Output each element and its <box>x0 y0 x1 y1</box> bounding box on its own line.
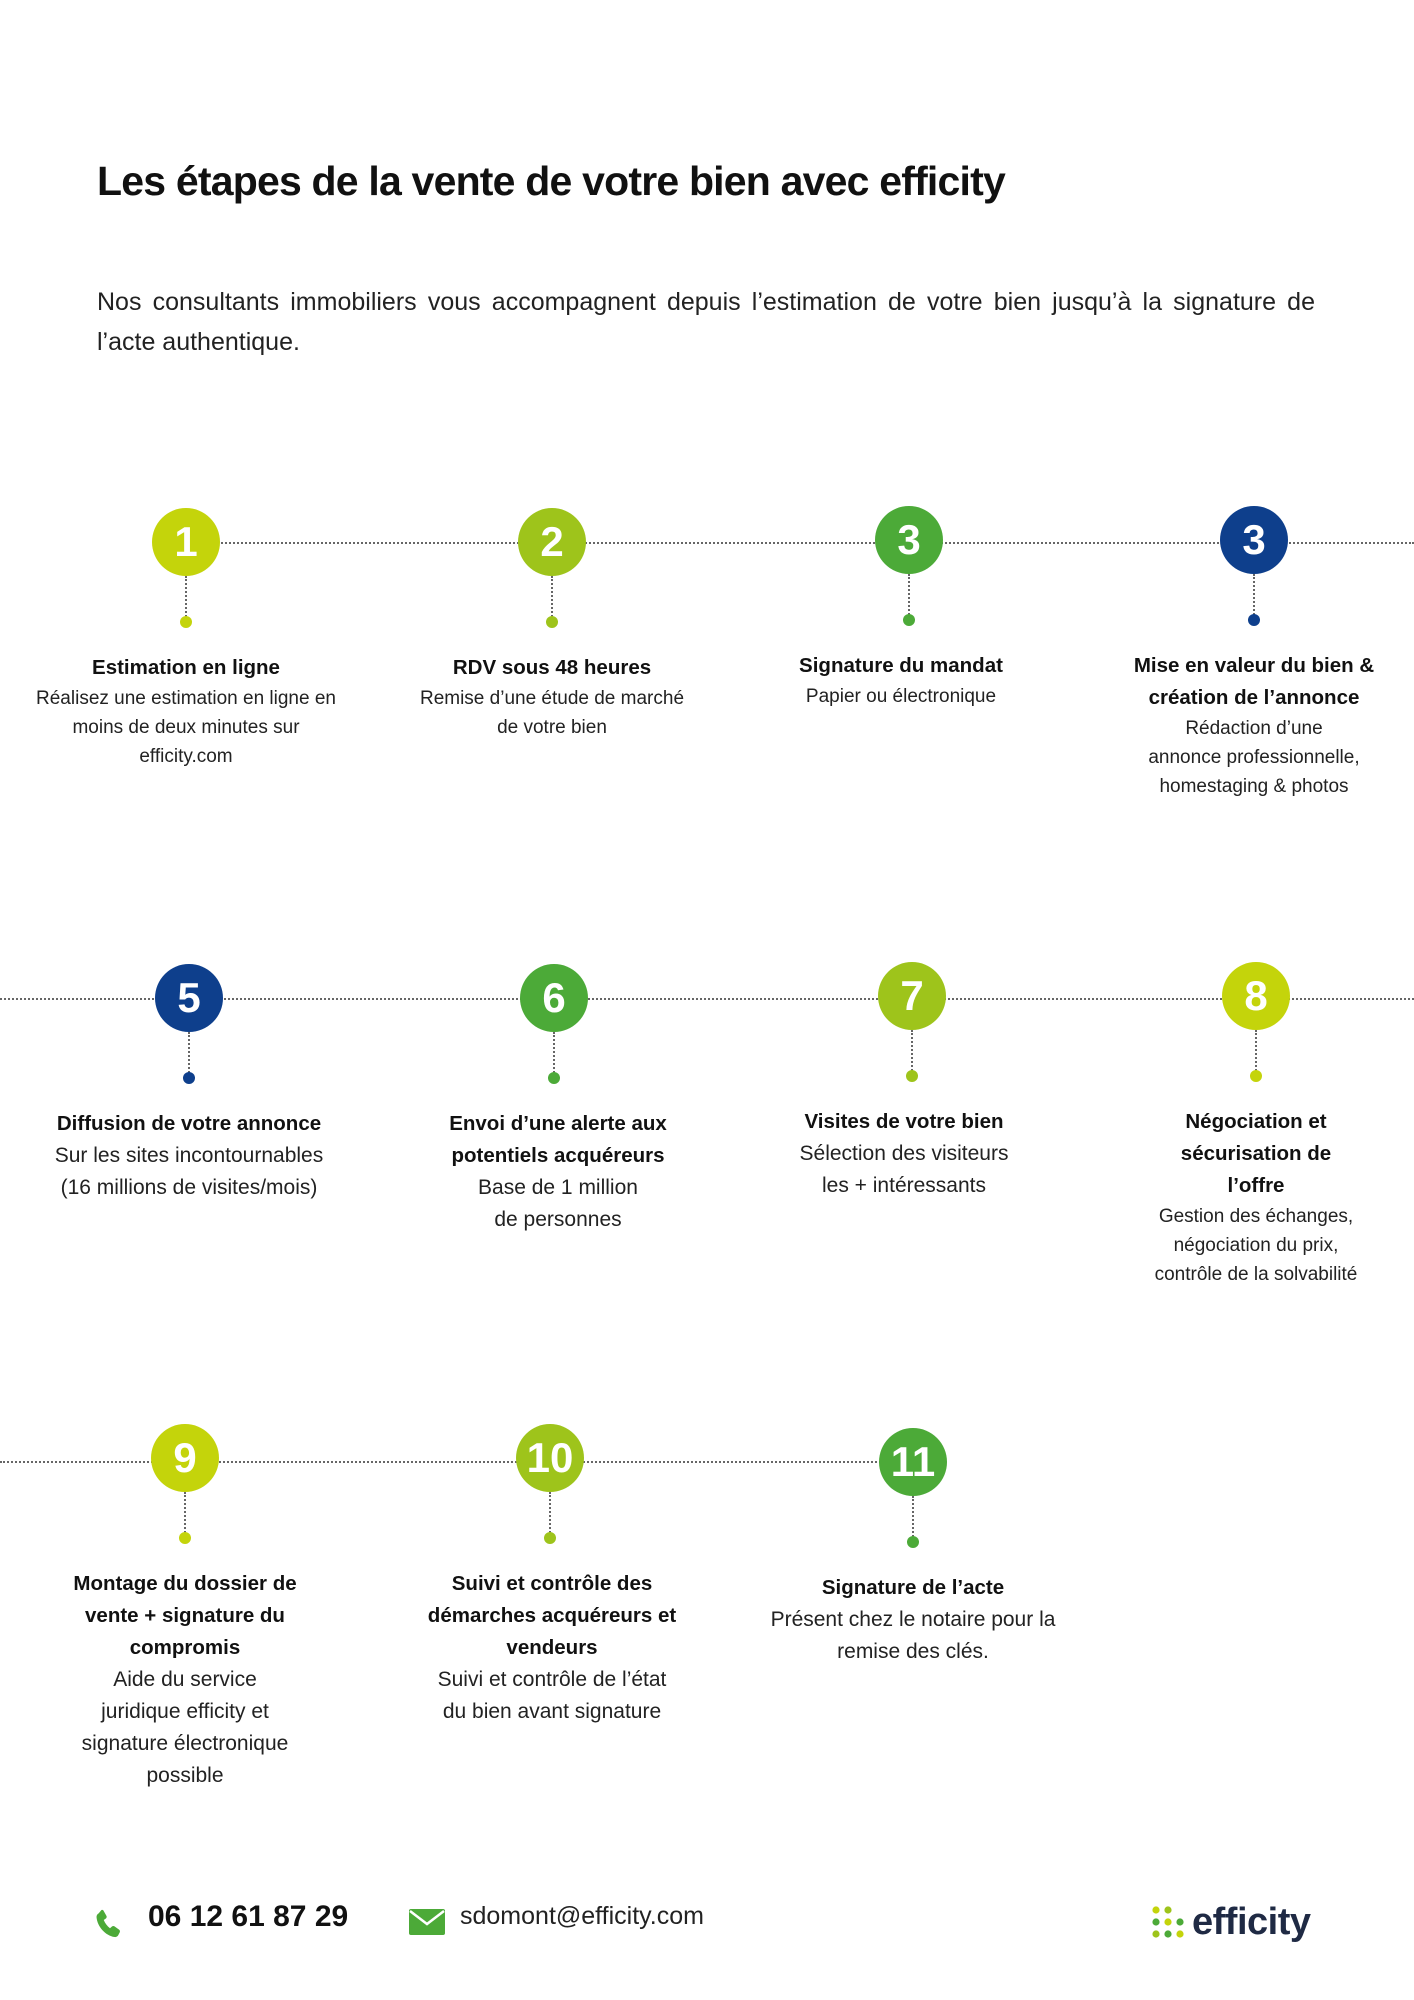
step-dot <box>179 1532 191 1544</box>
step-text: Signature du mandat Papier ou électroniq… <box>741 650 1061 711</box>
step-text: Montage du dossier de vente + signature … <box>25 1568 345 1792</box>
step-number-badge: 10 <box>516 1424 584 1492</box>
step-connector <box>549 1492 551 1536</box>
step-text: Signature de l’acte Présent chez le nota… <box>723 1572 1103 1668</box>
step-title: Montage du dossier de vente + signature … <box>73 1572 297 1659</box>
step-number-badge: 1 <box>152 508 220 576</box>
step-dot <box>906 1070 918 1082</box>
step-number-badge: 2 <box>518 508 586 576</box>
step-connector <box>184 1492 186 1536</box>
step-title: Signature de l’acte <box>821 1576 1005 1599</box>
step-text: Négociation et sécurisation de l’offre G… <box>1096 1106 1414 1289</box>
step-description: Suivi et contrôle de l’état du bien avan… <box>437 1668 667 1723</box>
step-connector <box>908 574 910 618</box>
step-number-badge: 3 <box>875 506 943 574</box>
step-dot <box>903 614 915 626</box>
step-connector <box>185 576 187 620</box>
step-description: Rédaction d’une annonce professionnelle,… <box>1148 718 1360 797</box>
step-title: RDV sous 48 heures <box>452 656 652 679</box>
step-text: Mise en valeur du bien & création de l’a… <box>1094 650 1414 801</box>
step-dot <box>907 1536 919 1548</box>
page-title: Les étapes de la vente de votre bien ave… <box>97 158 1006 204</box>
step-dot <box>1248 614 1260 626</box>
step-description: Réalisez une estimation en ligne en moin… <box>36 688 336 767</box>
step-number-badge: 5 <box>155 964 223 1032</box>
step-description: Base de 1 million de personnes <box>478 1176 638 1231</box>
step-text: Diffusion de votre annonce Sur les sites… <box>29 1108 349 1204</box>
phone-icon <box>96 1909 120 1938</box>
email-link[interactable]: sdomont@efficity.com <box>460 1902 704 1930</box>
step-connector <box>911 1030 913 1074</box>
step-dot <box>183 1072 195 1084</box>
step-number-badge: 3 <box>1220 506 1288 574</box>
step-connector <box>912 1496 914 1540</box>
phone-number[interactable]: 06 12 61 87 29 <box>148 1900 349 1933</box>
step-number-badge: 8 <box>1222 962 1290 1030</box>
step-number-badge: 6 <box>520 964 588 1032</box>
step-text: RDV sous 48 heures Remise d’une étude de… <box>392 652 712 742</box>
step-description: Aide du service juridique efficity et si… <box>81 1668 289 1787</box>
step-dot <box>1250 1070 1262 1082</box>
step-connector <box>1255 1030 1257 1074</box>
step-description: Sélection des visiteurs les + intéressan… <box>799 1142 1009 1197</box>
footer: 06 12 61 87 29 sdomont@efficity.com effi… <box>0 1890 1414 1950</box>
step-title: Envoi d’une alerte aux potentiels acquér… <box>449 1112 667 1167</box>
step-title: Visites de votre bien <box>804 1110 1004 1133</box>
step-description: Gestion des échanges, négociation du pri… <box>1154 1206 1358 1285</box>
step-number-badge: 7 <box>878 962 946 1030</box>
logo-text: efficity <box>1192 1900 1311 1943</box>
step-title: Négociation et sécurisation de l’offre <box>1180 1110 1332 1197</box>
step-description: Remise d’une étude de marché de votre bi… <box>419 688 685 738</box>
timeline-line-row-3 <box>0 1461 944 1463</box>
timeline-line-row-2 <box>0 998 1414 1000</box>
step-text: Envoi d’une alerte aux potentiels acquér… <box>398 1108 718 1236</box>
step-dot <box>180 616 192 628</box>
step-text: Estimation en ligne Réalisez une estimat… <box>26 652 346 771</box>
step-number-badge: 9 <box>151 1424 219 1492</box>
intro-paragraph: Nos consultants immobiliers vous accompa… <box>97 288 1315 356</box>
step-title: Signature du mandat <box>799 654 1003 677</box>
step-title: Suivi et contrôle des démarches acquéreu… <box>427 1572 677 1659</box>
step-connector <box>188 1032 190 1076</box>
step-connector <box>553 1032 555 1076</box>
step-number-badge: 11 <box>879 1428 947 1496</box>
efficity-logo: efficity <box>1150 1896 1311 1948</box>
step-connector <box>1253 574 1255 618</box>
step-title: Mise en valeur du bien & création de l’a… <box>1133 654 1375 709</box>
step-description: Papier ou électronique <box>805 686 997 707</box>
step-description: Présent chez le notaire pour la remise d… <box>770 1608 1056 1663</box>
timeline-line-row-1 <box>190 542 1414 544</box>
step-dot <box>548 1072 560 1084</box>
step-title: Diffusion de votre annonce <box>56 1112 322 1135</box>
logo-dots-icon <box>1152 1906 1184 1938</box>
step-text: Visites de votre bien Sélection des visi… <box>744 1106 1064 1202</box>
step-dot <box>546 616 558 628</box>
step-description: Sur les sites incontournables (16 millio… <box>54 1144 324 1199</box>
step-connector <box>551 576 553 620</box>
step-dot <box>544 1532 556 1544</box>
mail-icon <box>409 1909 445 1935</box>
step-text: Suivi et contrôle des démarches acquéreu… <box>392 1568 712 1728</box>
step-title: Estimation en ligne <box>92 656 280 679</box>
